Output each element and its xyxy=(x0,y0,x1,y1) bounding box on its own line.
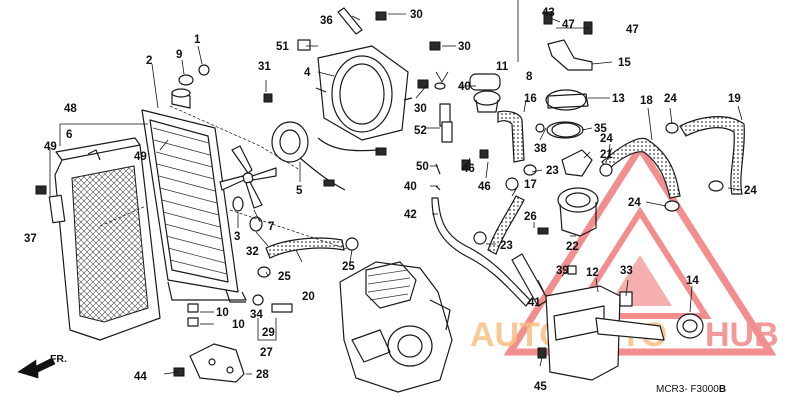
fan-motor xyxy=(271,121,387,191)
callout-8: 8 xyxy=(526,71,533,83)
callout-26: 26 xyxy=(524,211,537,223)
front-label: FR. xyxy=(50,353,67,365)
radiator-guard xyxy=(48,137,161,341)
callout-37: 37 xyxy=(24,233,37,245)
callout-16: 16 xyxy=(524,93,537,105)
callout-30a: 30 xyxy=(410,9,423,21)
leader-lines xyxy=(49,0,743,375)
callout-38: 38 xyxy=(534,143,547,155)
watermark-text-right: HUB xyxy=(705,316,779,354)
callout-35: 35 xyxy=(594,123,607,135)
callout-44: 44 xyxy=(134,371,147,383)
callout-24d: 24 xyxy=(628,197,641,209)
diagram-code: MCR3- F3000B xyxy=(656,384,726,395)
callout-19: 19 xyxy=(728,93,741,105)
callout-32: 32 xyxy=(246,246,259,258)
callout-43: 43 xyxy=(542,7,555,19)
callout-6: 6 xyxy=(66,129,72,141)
callout-51: 51 xyxy=(276,41,289,53)
callout-10a: 10 xyxy=(216,307,229,319)
radiator-core xyxy=(141,88,247,303)
callout-46b: 46 xyxy=(478,181,491,193)
callout-20: 20 xyxy=(302,291,315,303)
front-direction-arrow: FR. xyxy=(17,353,67,379)
radiator-fins xyxy=(152,127,228,275)
callout-9: 9 xyxy=(176,49,182,61)
callout-23b: 23 xyxy=(500,240,513,252)
callout-33: 33 xyxy=(620,265,633,277)
callout-14: 14 xyxy=(686,275,699,287)
callout-50: 50 xyxy=(416,161,429,173)
callout-39: 39 xyxy=(556,265,569,277)
callout-34: 34 xyxy=(250,309,263,321)
callout-2: 2 xyxy=(146,55,152,67)
callout-25b: 25 xyxy=(342,261,355,273)
cooling-fan xyxy=(219,145,277,209)
callout-40b: 40 xyxy=(404,181,417,193)
callout-41: 41 xyxy=(528,297,541,309)
callout-7: 7 xyxy=(268,221,274,233)
thermostat-housing xyxy=(545,89,599,237)
engine xyxy=(339,261,453,393)
fan-shroud xyxy=(315,45,413,141)
callout-46a: 46 xyxy=(462,163,475,175)
callout-47b: 47 xyxy=(626,24,639,36)
callout-21: 21 xyxy=(600,149,613,161)
callout-31: 31 xyxy=(258,61,271,73)
callout-48: 48 xyxy=(64,103,77,115)
callout-1: 1 xyxy=(194,34,201,46)
hose-20 xyxy=(265,237,345,259)
watermark-triangle-inner xyxy=(568,206,712,319)
callout-30c: 30 xyxy=(414,103,427,115)
callout-45: 45 xyxy=(534,381,547,393)
diagram-code-suffix: B xyxy=(719,384,726,395)
callout-24a: 24 xyxy=(600,133,613,145)
callout-40a: 40 xyxy=(458,81,471,93)
callout-28: 28 xyxy=(256,369,269,381)
callout-24b: 24 xyxy=(664,93,677,105)
reserve-tank xyxy=(545,285,704,381)
callout-3: 3 xyxy=(234,231,240,243)
hose-42 xyxy=(431,197,531,307)
callout-12: 12 xyxy=(586,267,599,279)
callout-47a: 47 xyxy=(562,19,575,31)
callout-42: 42 xyxy=(404,209,417,221)
callout-13: 13 xyxy=(612,93,625,105)
callout-11: 11 xyxy=(496,61,509,73)
callout-22: 22 xyxy=(566,241,579,253)
hoses xyxy=(265,110,745,307)
callout-18: 18 xyxy=(640,95,653,107)
callout-17: 17 xyxy=(524,179,537,191)
callout-numbers: 1 2 3 4 5 6 7 8 9 10 10 11 12 13 14 15 1… xyxy=(24,7,757,393)
hose-19 xyxy=(679,116,745,195)
callout-52: 52 xyxy=(414,125,427,137)
arrow-icon xyxy=(17,357,56,379)
hose-16 xyxy=(497,110,525,163)
callout-10b: 10 xyxy=(232,319,245,331)
hardware xyxy=(35,7,724,377)
callout-24c: 24 xyxy=(744,185,757,197)
hose-17 xyxy=(487,195,525,255)
callout-23a: 23 xyxy=(546,165,559,177)
hose-18 xyxy=(601,137,681,199)
callout-36: 36 xyxy=(320,15,333,27)
callout-5: 5 xyxy=(296,185,303,197)
callout-27: 27 xyxy=(260,347,273,359)
bracket-28 xyxy=(189,343,245,383)
callout-29: 29 xyxy=(262,327,275,339)
callout-49b: 49 xyxy=(134,151,147,163)
bracket-15 xyxy=(547,39,593,71)
callout-30b: 30 xyxy=(458,41,471,53)
callout-4: 4 xyxy=(304,67,311,79)
callout-49a: 49 xyxy=(44,141,57,153)
callout-15: 15 xyxy=(618,57,631,69)
callout-25a: 25 xyxy=(278,271,291,283)
watermark-triangle-outer xyxy=(503,141,777,356)
